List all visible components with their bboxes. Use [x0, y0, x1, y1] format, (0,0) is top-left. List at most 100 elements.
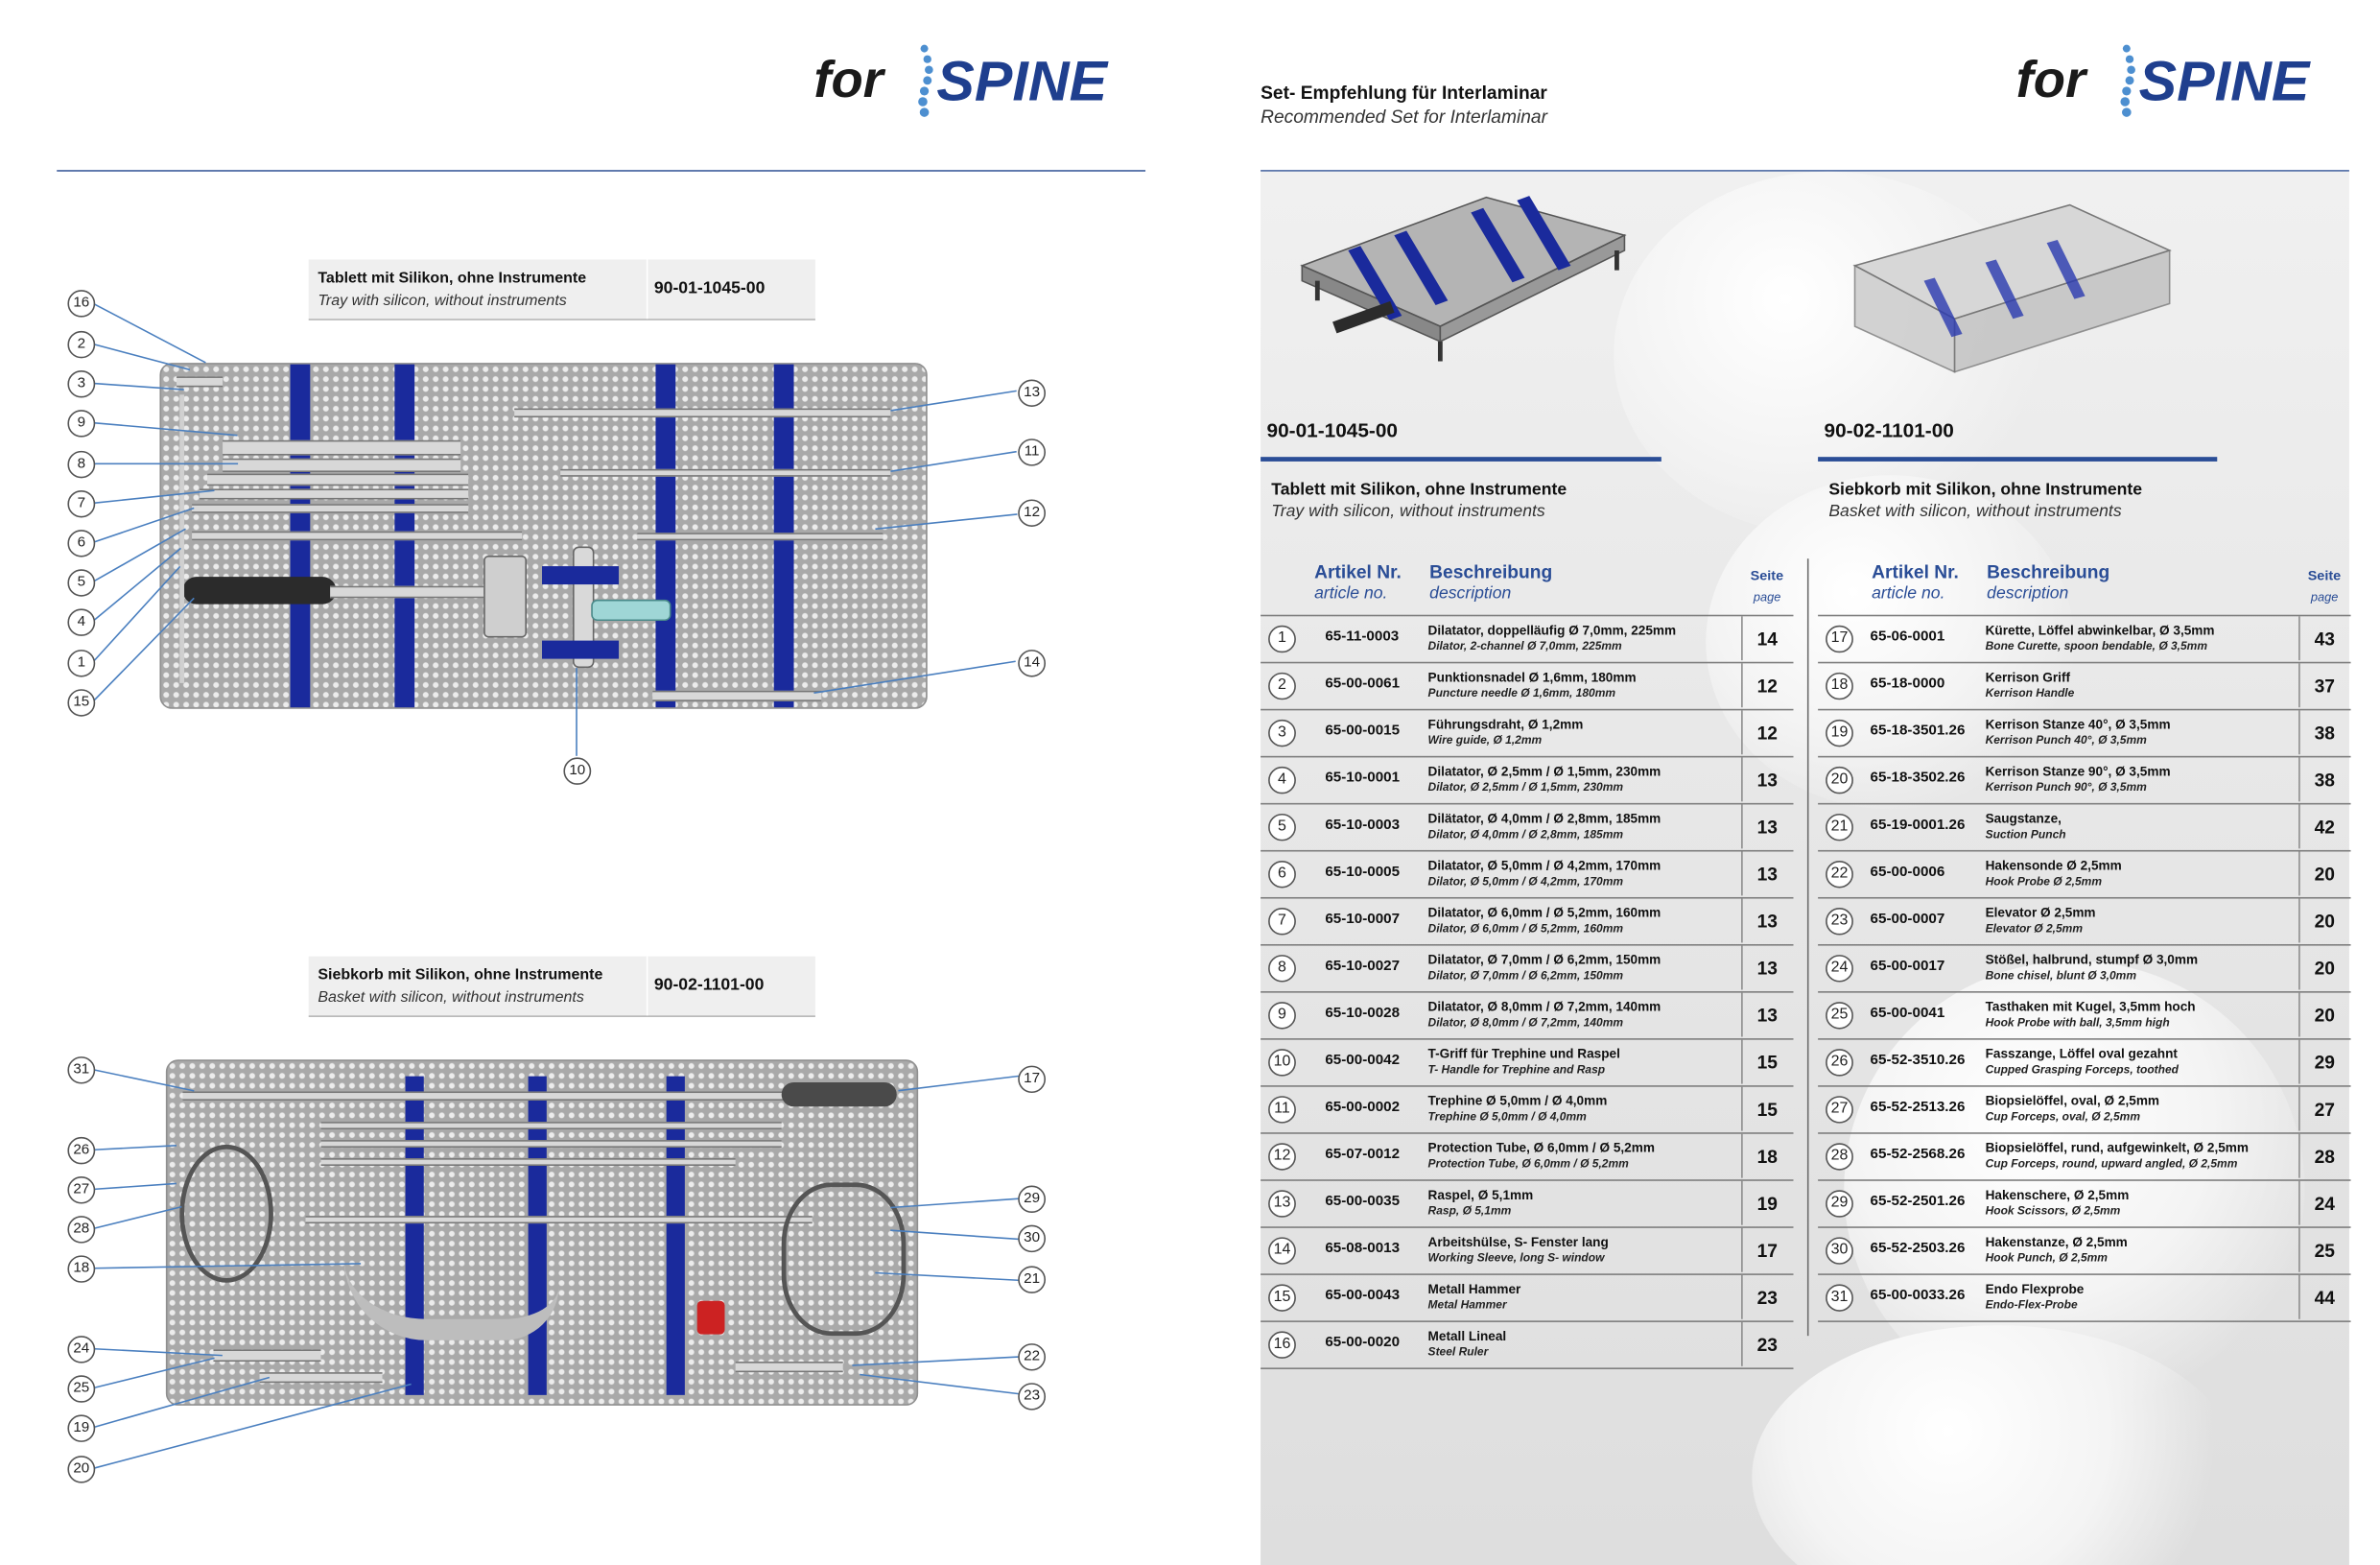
article-number: 65-00-0007	[1870, 911, 1945, 928]
page-reference: 13	[1756, 817, 1778, 839]
page-reference: 15	[1756, 1099, 1778, 1121]
product-title-right: Siebkorb mit Silikon, ohne Instrumente B…	[1828, 481, 2142, 520]
description-de: Dilatator, Ø 7,0mm / Ø 6,2mm, 150mm	[1427, 951, 1661, 967]
description-en: Bone Curette, spoon bendable, Ø 3,5mm	[1985, 639, 2208, 653]
page-column-separator	[2298, 757, 2300, 802]
page-column-separator	[2298, 616, 2300, 661]
row-number: 1	[1268, 625, 1296, 653]
callout-26: 26	[67, 1136, 96, 1165]
page-column-separator	[1741, 710, 1743, 755]
page-column-separator	[2298, 992, 2300, 1037]
description-en: Hook Probe with ball, 3,5mm high	[1985, 1015, 2170, 1030]
callout-4: 4	[67, 608, 96, 636]
page-reference: 28	[2314, 1146, 2335, 1168]
article-number: 65-06-0001	[1870, 628, 1945, 646]
callout-17: 17	[1018, 1065, 1047, 1094]
description-de: Metall Lineal	[1427, 1328, 1507, 1344]
article-number: 65-00-0015	[1325, 723, 1401, 740]
tray2-number: 90-02-1101-00	[653, 976, 765, 995]
kerrison-handle	[343, 1258, 559, 1340]
article-number: 65-10-0003	[1325, 817, 1401, 834]
row-number: 13	[1268, 1190, 1296, 1218]
row-number: 29	[1826, 1190, 1853, 1218]
vertebra-shape	[1706, 475, 2075, 810]
tray2-silicon-strip	[666, 1076, 685, 1395]
instrument-rod	[223, 458, 461, 473]
tray1-title-en: Tray with silicon, without instruments	[318, 293, 567, 310]
col-article-left: article no.	[1314, 584, 1388, 604]
article-number: 65-18-3502.26	[1870, 770, 1966, 787]
row-number: 14	[1268, 1237, 1296, 1265]
forceps-rings	[179, 1144, 273, 1283]
row-number: 30	[1826, 1237, 1853, 1265]
row-number: 12	[1268, 1143, 1296, 1171]
brand-prefix: for	[813, 51, 884, 109]
row-number: 15	[1268, 1284, 1296, 1312]
page-reference: 13	[1756, 770, 1778, 792]
leader-line	[576, 668, 577, 756]
article-number: 65-00-0006	[1870, 864, 1945, 881]
description-en: Kerrison Punch 40°, Ø 3,5mm	[1985, 733, 2147, 747]
article-number: 65-10-0007	[1325, 911, 1401, 928]
article-number: 65-00-0017	[1870, 958, 1945, 975]
scissors-rings	[781, 1182, 907, 1337]
callout-27: 27	[67, 1176, 96, 1204]
spine-background	[1261, 171, 2349, 1565]
instrument-rod	[320, 1122, 782, 1130]
article-number: 65-52-2568.26	[1870, 1146, 1966, 1163]
description-de: Metall Hammer	[1427, 1281, 1521, 1297]
description-en: Cupped Grasping Forceps, toothed	[1985, 1062, 2180, 1077]
row-number: 21	[1826, 813, 1853, 842]
page-column-separator	[2298, 945, 2300, 990]
description-de: Tasthaken mit Kugel, 3,5mm hoch	[1985, 998, 2196, 1014]
callout-14: 14	[1018, 650, 1047, 677]
description-de: Stößel, halbrund, stumpf Ø 3,0mm	[1985, 951, 2199, 967]
description-en: Suction Punch	[1985, 827, 2066, 842]
page-reference: 38	[2314, 723, 2335, 745]
description-en: Dilator, Ø 2,5mm / Ø 1,5mm, 230mm	[1427, 780, 1624, 794]
description-de: Hakensonde Ø 2,5mm	[1985, 857, 2122, 873]
description-de: Fasszange, Löffel oval gezahnt	[1985, 1045, 2178, 1061]
hammer-shaft	[330, 585, 484, 599]
callout-12: 12	[1018, 499, 1047, 527]
page-column-separator	[1741, 1180, 1743, 1225]
description-de: Dilatator, Ø 5,0mm / Ø 4,2mm, 170mm	[1427, 857, 1661, 873]
page-reference: 20	[2314, 911, 2335, 933]
col-seite-right: Seite	[2307, 567, 2342, 583]
instrument-rod	[223, 439, 461, 456]
page-column-separator	[1741, 804, 1743, 849]
article-number: 65-11-0003	[1325, 628, 1400, 646]
callout-8: 8	[67, 450, 96, 479]
article-number: 65-00-0042	[1325, 1052, 1401, 1069]
row-number: 19	[1826, 719, 1853, 747]
instrument-rod	[192, 504, 469, 513]
tray1-image	[159, 363, 928, 709]
article-number: 65-08-0013	[1325, 1240, 1401, 1257]
suction-punch	[696, 1300, 725, 1335]
leader-line	[92, 1182, 177, 1191]
description-de: Biopsielöffel, oval, Ø 2,5mm	[1985, 1093, 2160, 1108]
table-row: 28 65-52-2568.26 Biopsielöffel, rund, aufg…	[1818, 1133, 2351, 1181]
row-number: 10	[1268, 1049, 1296, 1077]
description-en: Steel Ruler	[1427, 1344, 1489, 1359]
page-title: Set- Empfehlung für Interlaminar Recomme…	[1261, 82, 1547, 127]
col-artikel-right: Artikel Nr.	[1872, 561, 1959, 583]
description-en: Working Sleeve, long S- window	[1427, 1250, 1605, 1265]
callout-13: 13	[1018, 379, 1047, 407]
description-de: Biopsielöffel, rund, aufgewinkelt, Ø 2,5…	[1985, 1140, 2250, 1155]
col-page-left: page	[1753, 590, 1781, 605]
page-column-separator	[1741, 616, 1743, 661]
page-reference: 38	[2314, 770, 2335, 792]
ruler	[179, 394, 185, 683]
instrument-rod	[514, 408, 891, 418]
brand-logo-right: for SPINE	[2016, 44, 2369, 129]
product-rule-left	[1261, 457, 1661, 462]
description-de: Saugstanze,	[1985, 810, 2062, 826]
page-reference: 25	[2314, 1240, 2335, 1262]
description-de: Endo Flexprobe	[1985, 1281, 2085, 1297]
row-number: 22	[1826, 860, 1853, 889]
callout-24: 24	[67, 1336, 96, 1363]
tray2-label-box: Siebkorb mit Silikon, ohne Instrumente B…	[308, 956, 815, 1017]
row-number: 18	[1826, 672, 1853, 700]
